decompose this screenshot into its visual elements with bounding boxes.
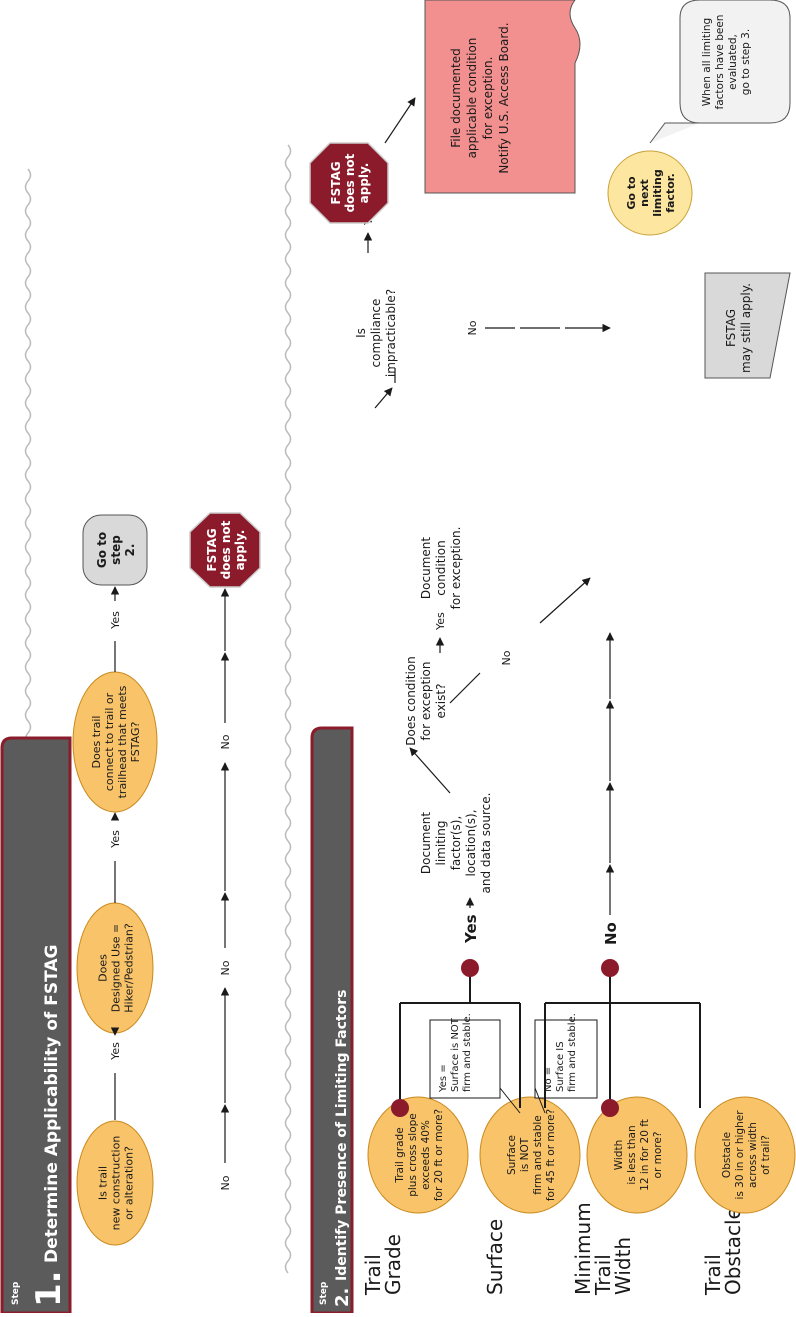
no-dot [601, 959, 619, 977]
step1-header: Step 1. Determine Applicability of FSTAG [0, 736, 72, 1315]
step1-title: Determine Applicability of FSTAG [42, 945, 62, 1263]
factor-label-min-width: MinimumTrailWidth [571, 1202, 635, 1296]
step1-no-label-1: No [219, 1175, 232, 1190]
step2-title: Identify Presence of Limiting Factors [334, 990, 350, 1281]
goto-step2-box [82, 514, 148, 586]
exception-no-line [449, 672, 481, 704]
goto-step2-text: Go tostep2. [95, 532, 137, 568]
step1-q1-text: Is trailnew constructionor alteration? [97, 1136, 136, 1231]
exception-question-text: Does conditionfor exceptionexist? [404, 656, 448, 746]
step1-stop-text: FSTAGdoes notapply. [205, 520, 247, 579]
surface-note-yes-box [429, 1019, 501, 1099]
step2-no-main-label: No [602, 922, 620, 945]
factor-q-width-node [586, 1096, 688, 1214]
exception-no-label: No [500, 650, 513, 665]
step1-yes-label-1: Yes [109, 1042, 122, 1061]
factor-q-obstacle-text: Obstacleis 30 in or higheracross widthof… [721, 1110, 772, 1200]
step2-yes-main-label: Yes [462, 914, 480, 944]
next-factor-callout [649, 0, 791, 144]
step1-no-label-2: No [219, 960, 232, 975]
factor-label-trail-grade: TrailGrade [361, 1234, 405, 1296]
step2-step-word: Step [319, 1281, 329, 1305]
surface-note-yes-connector [499, 1087, 521, 1114]
document-condition-text: Documentconditionfor exception. [419, 527, 463, 610]
surface-note-no-box [534, 1019, 598, 1099]
factor-q-width-text: Widthis less than12 in for 20 ftor more? [613, 1119, 664, 1191]
arrow-to-exception [409, 747, 451, 794]
factor-q-surface-text: Surfaceis NOTfirm and stablefor 45 ft or… [506, 1109, 557, 1201]
step2-header: Step 2. Identify Presence of Limiting Fa… [310, 726, 354, 1315]
step2-stop-sign [309, 142, 389, 224]
factor-label-surface: Surface [483, 1219, 507, 1295]
step1-q1-node [76, 1120, 154, 1246]
factor-q-grade-node [367, 1096, 469, 1214]
exception-yes-label: Yes [434, 612, 447, 631]
step1-yes-label-2: Yes [109, 830, 122, 849]
arrow-doc-to-impracticable [374, 387, 393, 409]
factor-q-grade-text: Trail gradeplus cross slopeexceeds 40%fo… [394, 1109, 445, 1201]
step2-stop-text: FSTAGdoes notapply. [329, 153, 371, 212]
arrow-stop-to-file [384, 97, 416, 144]
step1-q3-text: Does trailconnect to trail ortrailhead t… [90, 685, 142, 798]
document-limiting-text: Documentlimitingfactor(s),location(s),an… [419, 793, 493, 894]
file-documented-box [424, 0, 581, 194]
step2-number: 2. [332, 1288, 353, 1307]
next-factor-text: Go tonextlimitingfactor. [625, 169, 677, 217]
factor-q-obstacle-node [694, 1096, 796, 1214]
step1-yes-label-3: Yes [109, 611, 122, 630]
impracticable-no-label: No [466, 320, 479, 335]
step1-no-label-3: No [219, 734, 232, 749]
next-factor-node [607, 150, 693, 236]
middle-wavy-divider [284, 144, 292, 1274]
may-still-apply-text: FSTAGmay still apply. [724, 283, 753, 373]
step1-q2-text: DoesDesigned Use =Hiker/Pedstrian? [97, 923, 136, 1013]
grade-dot [391, 1099, 409, 1117]
factor-label-obstacle: TrailObstacle [701, 1207, 745, 1296]
factor-q-surface-node [479, 1096, 581, 1214]
surface-note-no-connector [534, 1087, 546, 1114]
may-still-apply-box [704, 272, 791, 379]
yes-dot [461, 959, 479, 977]
step1-number: 1. [29, 1270, 69, 1307]
impracticable-question-text: Iscomplianceimpracticable? [354, 289, 398, 377]
step1-step-word: Step [11, 1281, 21, 1305]
surface-note-no-text: No =Surface ISfirm and stable. [543, 1013, 578, 1092]
step1-stop-sign [189, 512, 261, 588]
surface-dot [601, 1099, 619, 1117]
surface-note-yes-text: Yes =Surface is NOTfirm and stable. [438, 1013, 473, 1093]
exception-no-arrow [539, 577, 591, 624]
next-factor-callout-text: When all limitingfactors have beenevalua… [701, 15, 752, 110]
